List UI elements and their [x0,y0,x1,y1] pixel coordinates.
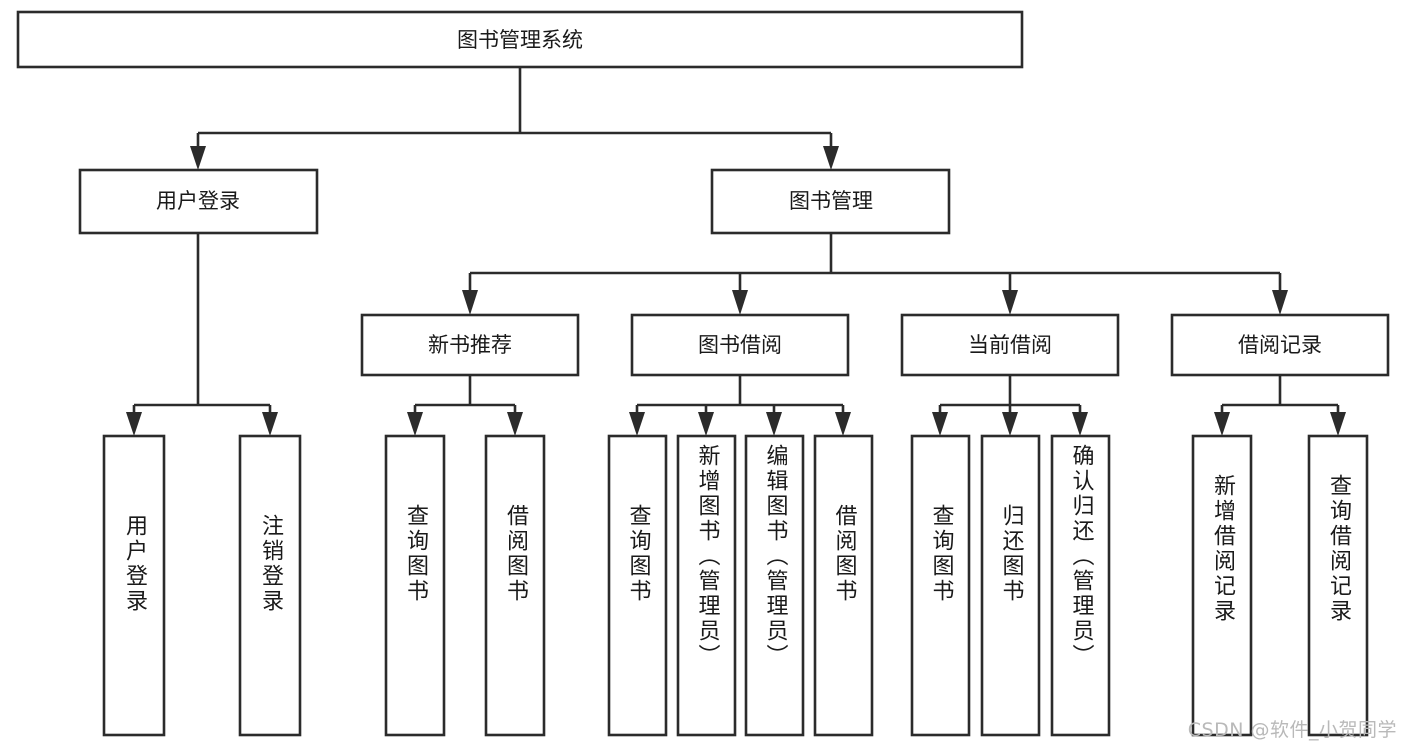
arrowhead-to-user-login [190,146,206,170]
leaf-box-current-borrow-1[interactable] [910,434,971,737]
node-level2-borrow-record-label: 借阅记录 [1238,333,1322,357]
node-level2-book-borrow-label: 图书借阅 [698,333,782,357]
arrowhead-current-borrow-leaf2 [1002,412,1018,436]
leaf-box-current-borrow-3[interactable] [1050,434,1111,737]
arrowhead-current-borrow-leaf3 [1072,412,1088,436]
arrowhead-to-borrow-record [1272,290,1288,315]
leaf-box-user-login-1[interactable] [102,434,166,737]
leaf-box-borrow-record-2[interactable] [1307,434,1369,737]
node-level1-user-login-box[interactable] [78,168,319,235]
node-level2-new-book-label: 新书推荐 [428,333,512,357]
leaf-box-book-borrow-2[interactable] [676,434,737,737]
arrowhead-book-borrow-leaf4 [835,412,851,436]
leaf-box-book-borrow-1[interactable] [607,434,668,737]
leaf-box-current-borrow-2[interactable] [980,434,1041,737]
node-level2-current-borrow-label: 当前借阅 [968,333,1052,357]
leaf-box-new-book-2[interactable] [484,434,546,737]
arrowhead-new-book-leaf1 [407,412,423,436]
arrowhead-to-new-book [462,290,478,315]
node-level2-current-borrow-box[interactable] [900,313,1120,377]
arrowhead-to-current-borrow [1002,290,1018,315]
arrowhead-book-borrow-leaf3 [766,412,782,436]
leaf-box-borrow-record-1[interactable] [1191,434,1253,737]
arrowhead-borrow-record-leaf1 [1214,412,1230,436]
leaf-box-new-book-1[interactable] [384,434,446,737]
arrowhead-user-login-leaf2 [262,412,278,436]
arrowhead-user-login-leaf1 [126,412,142,436]
arrowhead-borrow-record-leaf2 [1330,412,1346,436]
arrowhead-to-book-manage [823,146,839,170]
leaf-box-book-borrow-3[interactable] [744,434,805,737]
node-level2-new-book-box[interactable] [360,313,580,377]
arrowhead-to-book-borrow [732,290,748,315]
leaf-box-book-borrow-4[interactable] [813,434,874,737]
node-level1-book-manage-label: 图书管理 [789,189,873,213]
leaf-box-user-login-2[interactable] [238,434,302,737]
arrowhead-current-borrow-leaf1 [932,412,948,436]
node-root-box[interactable] [16,10,1024,69]
node-root-label: 图书管理系统 [457,28,583,52]
arrowhead-book-borrow-leaf2 [698,412,714,436]
arrowhead-book-borrow-leaf1 [629,412,645,436]
arrowhead-new-book-leaf2 [507,412,523,436]
node-level1-user-login-label: 用户登录 [156,189,240,213]
